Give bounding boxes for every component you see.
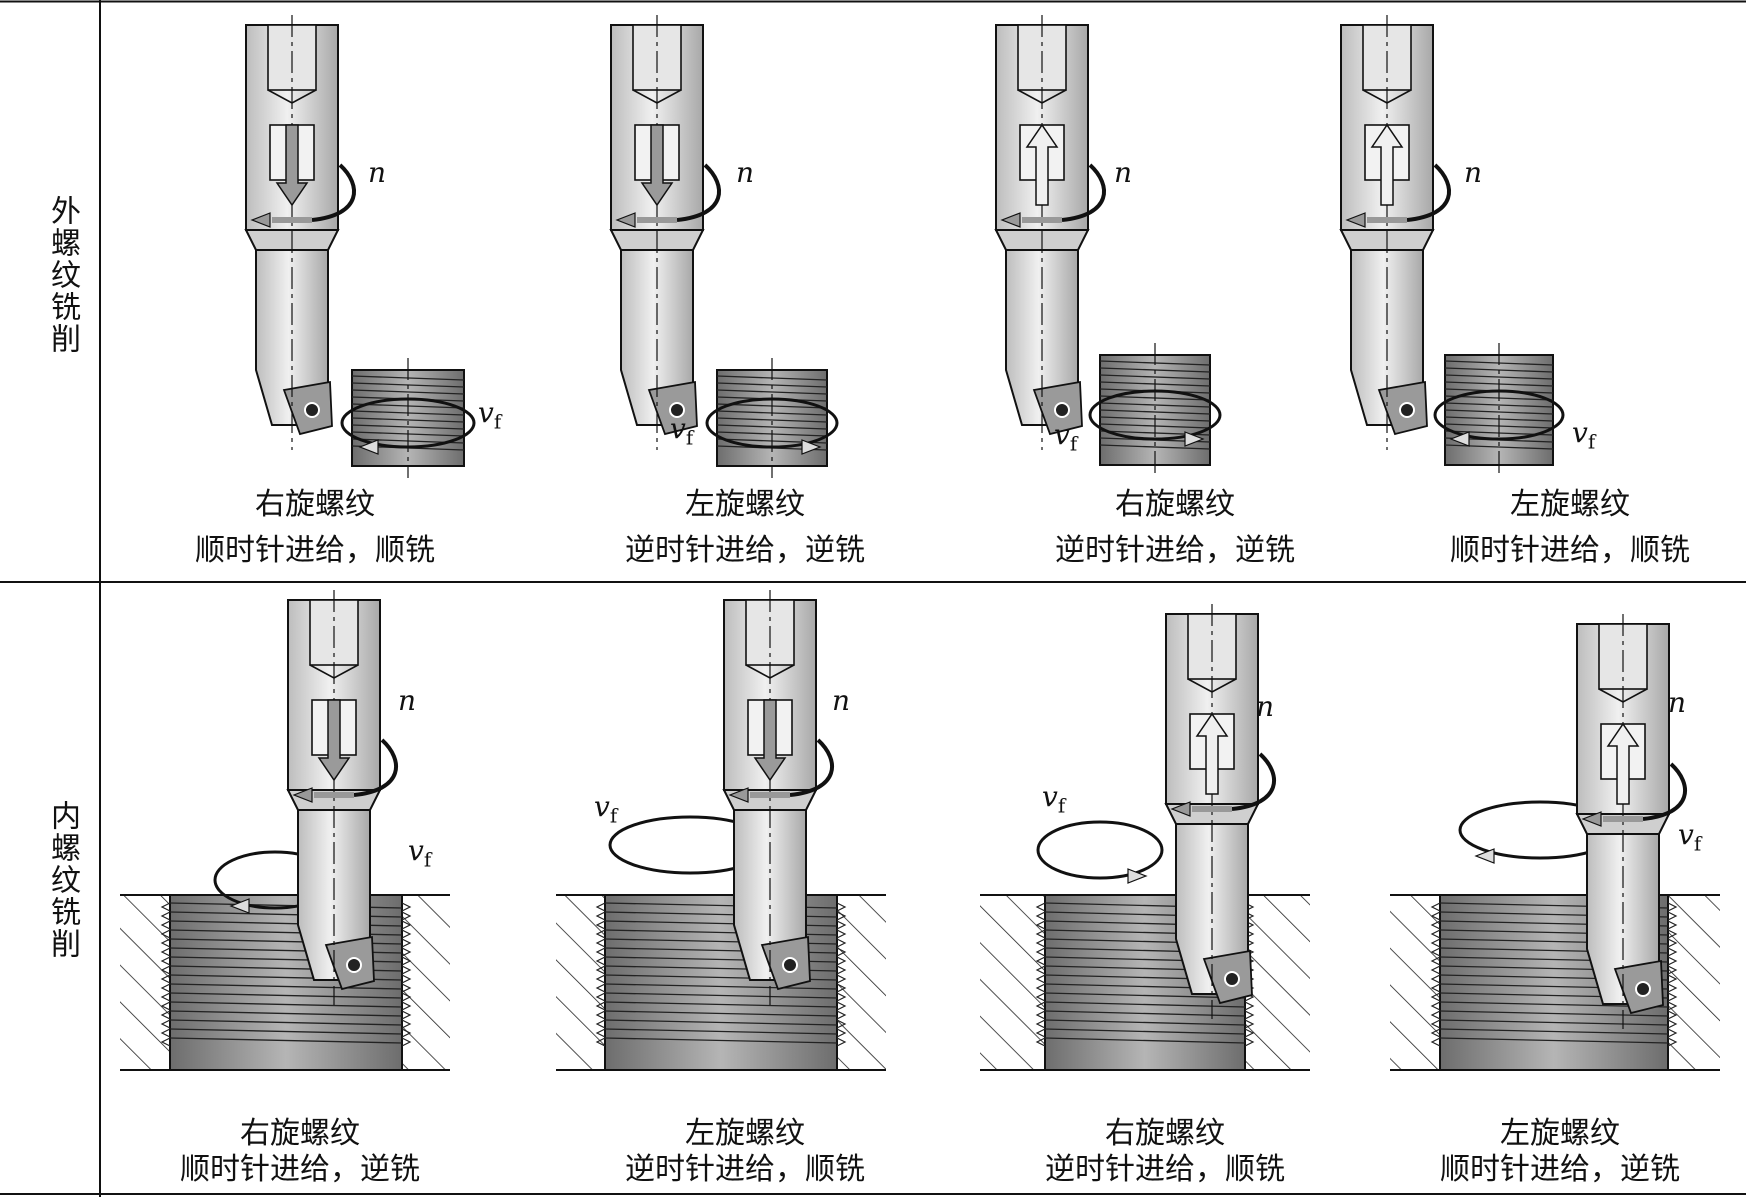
feed-up-arrow-icon — [1025, 123, 1059, 206]
external-milling-row — [244, 15, 1565, 478]
caption-external-3: 右旋螺纹逆时针进给，逆铣 — [1055, 487, 1295, 568]
feed-rate-label: vf — [408, 834, 432, 872]
caption-internal-1: 右旋螺纹顺时针进给，逆铣 — [180, 1116, 420, 1187]
helical-feed-arrow-icon — [1088, 389, 1222, 441]
internal-milling-cell — [556, 590, 886, 1071]
internal-milling-row — [120, 590, 1720, 1071]
feed-rate-label: vf — [1572, 416, 1596, 454]
rotation-arrow-icon — [1406, 163, 1451, 222]
helical-feed-arrow-icon — [1433, 389, 1565, 441]
caption-internal-3: 右旋螺纹逆时针进给，顺铣 — [1045, 1116, 1285, 1187]
caption-external-1: 右旋螺纹顺时针进给，顺铣 — [195, 487, 435, 568]
feed-rate-label: vf — [1042, 780, 1066, 818]
caption-internal-4: 左旋螺纹顺时针进给，逆铣 — [1440, 1116, 1680, 1187]
feed-up-arrow-icon — [1195, 712, 1229, 795]
rotation-arrow-icon — [353, 738, 398, 797]
row-label-external: 外螺纹铣削 — [45, 195, 80, 355]
external-milling-cell — [609, 15, 839, 478]
feed-down-arrow-icon — [275, 124, 309, 207]
helical-feed-arrow-icon — [1036, 820, 1164, 880]
caption-internal-2: 左旋螺纹逆时针进给，顺铣 — [625, 1116, 865, 1187]
rotation-arrow-icon — [1061, 163, 1106, 222]
external-milling-cell — [1339, 15, 1565, 477]
feed-rate-label: vf — [594, 790, 618, 828]
spindle-speed-label: n — [1114, 156, 1133, 189]
spindle-speed-label: n — [736, 156, 755, 189]
helical-feed-arrow-icon — [340, 397, 476, 449]
rotation-arrow-icon — [676, 163, 721, 222]
external-milling-cell — [244, 15, 476, 478]
spindle-speed-label: n — [832, 684, 851, 717]
feed-down-arrow-icon — [317, 699, 351, 782]
insert-screw — [1054, 402, 1070, 418]
rotation-arrow-icon — [311, 163, 356, 222]
caption-external-2: 左旋螺纹逆时针进给，逆铣 — [625, 487, 865, 568]
spindle-speed-label: n — [398, 684, 417, 717]
insert-screw — [1635, 981, 1651, 997]
row-label-internal: 内螺纹铣削 — [45, 800, 80, 960]
insert-screw — [304, 402, 320, 418]
feed-rate-label: vf — [1054, 418, 1078, 456]
spindle-speed-label: n — [368, 156, 387, 189]
spindle-speed-label: n — [1464, 156, 1483, 189]
insert-screw — [669, 402, 685, 418]
feed-rate-label: vf — [670, 412, 694, 450]
feed-rate-label: vf — [1678, 818, 1702, 856]
rotation-arrow-icon — [789, 738, 834, 797]
helical-feed-arrow-icon — [705, 397, 839, 449]
feed-up-arrow-icon — [1370, 123, 1404, 206]
internal-milling-cell — [980, 604, 1310, 1071]
rotation-arrow-icon — [1642, 762, 1687, 821]
insert-screw — [346, 957, 362, 973]
spindle-speed-label: n — [1668, 686, 1687, 719]
feed-down-arrow-icon — [640, 124, 674, 207]
external-milling-cell — [994, 15, 1222, 477]
internal-milling-cell — [1390, 614, 1720, 1071]
rotation-arrow-icon — [1231, 752, 1276, 811]
feed-down-arrow-icon — [753, 699, 787, 782]
spindle-speed-label: n — [1256, 690, 1275, 723]
feed-up-arrow-icon — [1606, 722, 1640, 805]
insert-screw — [1399, 402, 1415, 418]
insert-screw — [1224, 971, 1240, 987]
feed-rate-label: vf — [478, 396, 502, 434]
internal-milling-cell — [120, 590, 450, 1071]
insert-screw — [782, 957, 798, 973]
caption-external-4: 左旋螺纹顺时针进给，顺铣 — [1450, 487, 1690, 568]
